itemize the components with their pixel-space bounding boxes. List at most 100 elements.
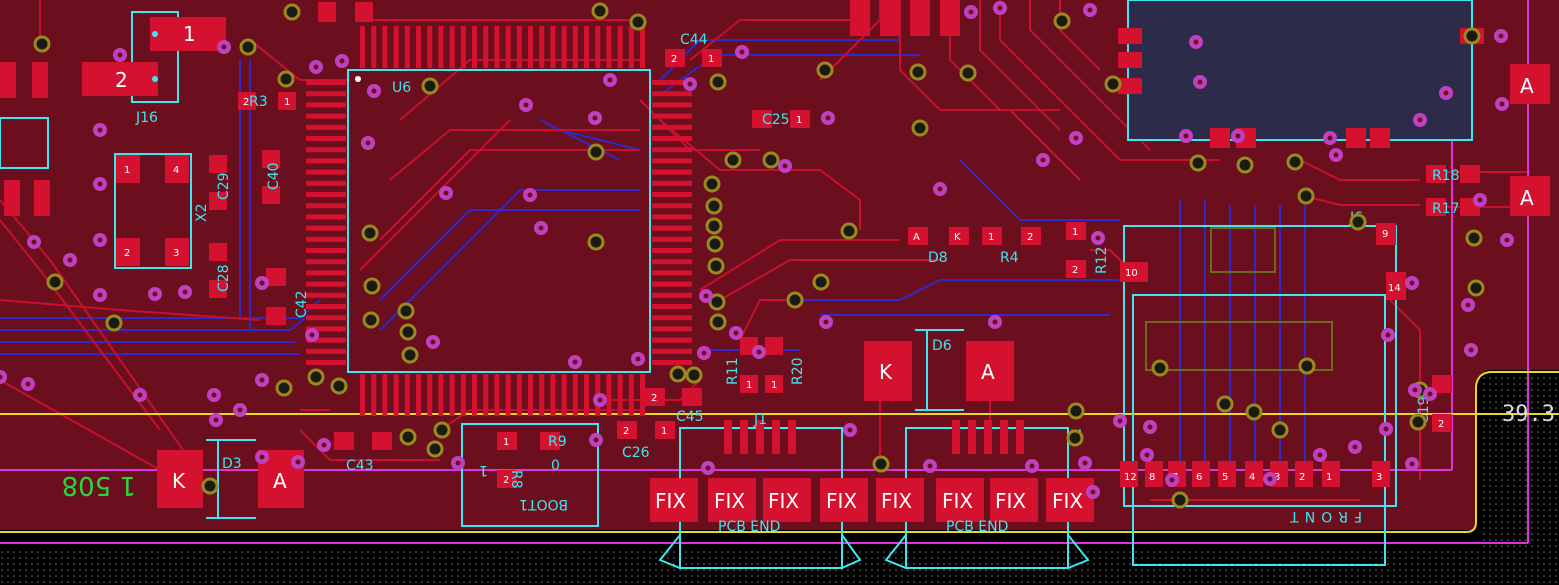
r4-pad1: 1: [988, 232, 994, 243]
r12-pad1: 1: [1072, 227, 1078, 238]
boot1-label: BOOT1: [519, 496, 568, 512]
r4-pad2: 2: [1027, 232, 1033, 243]
r18-res[interactable]: R18: [1426, 165, 1480, 184]
u6-left-pins: [306, 80, 346, 365]
d8-cathode: K: [954, 232, 961, 243]
j6-pin-label: 3: [1376, 472, 1382, 483]
r3-pad2: 2: [243, 97, 249, 108]
led1-anode: A: [1520, 74, 1534, 98]
j6-pin: [1295, 461, 1313, 487]
c40-cap[interactable]: C40: [262, 150, 282, 204]
boot1-one: 1: [479, 462, 488, 478]
large-ic-top-right[interactable]: [1118, 0, 1484, 148]
x2-pad1: 1: [124, 165, 130, 176]
j6-pin: [1245, 461, 1263, 487]
d3-cathode: K: [172, 469, 186, 493]
c45-label: C45: [676, 409, 704, 425]
c19-cap[interactable]: 2 C19: [1416, 375, 1452, 432]
u6-top-pins: [360, 26, 645, 68]
j4-connector[interactable]: J4 FIX FIX FIX FIX PCB END: [876, 420, 1094, 570]
r9-pad1: 1: [503, 437, 509, 448]
j4-fix-1: FIX: [881, 489, 912, 513]
j1-fix-3: FIX: [768, 489, 799, 513]
layer-text-green: 1 508: [62, 470, 136, 500]
r4-label: R4: [1000, 250, 1019, 266]
r8-pad2: 2: [503, 475, 509, 486]
c42-cap[interactable]: C42: [266, 268, 310, 325]
j6-pin14: 14: [1388, 283, 1401, 294]
j4-pcb-end: PCB END: [946, 519, 1008, 535]
d6-diode[interactable]: K A D6: [864, 329, 1014, 411]
r3-res[interactable]: 2 1 R3: [238, 92, 296, 110]
j4-fix-3: FIX: [995, 489, 1026, 513]
r4-res[interactable]: 1 2 R4: [982, 227, 1041, 266]
j4-fix-4: FIX: [1052, 489, 1083, 513]
c25-label: C25: [762, 112, 790, 128]
r11-pad1: 1: [746, 380, 752, 391]
u6-pin1-dot: [355, 76, 361, 82]
j1-fix-1: FIX: [655, 489, 686, 513]
c29-cap[interactable]: C29: [209, 155, 232, 210]
boot1-jumper[interactable]: 1 2 R9 0 R8 1 BOOT1: [461, 423, 599, 527]
j16-connector[interactable]: 1 2 J16: [82, 11, 226, 126]
u6-right-pins: [652, 80, 692, 365]
r11-r20-resistors[interactable]: 1 1 R11 R20: [725, 337, 806, 393]
c42-label: C42: [294, 290, 310, 318]
r12-res[interactable]: 1 2 R12: [1066, 222, 1110, 278]
j6-pin-label: 4: [1249, 472, 1255, 483]
c43-label: C43: [346, 458, 374, 474]
led2-anode: A: [1520, 186, 1534, 210]
bottom-layer-traces: [0, 39, 1306, 470]
j1-fix-2: FIX: [714, 489, 745, 513]
c40-label: C40: [266, 162, 282, 190]
d3-anode: A: [273, 469, 287, 493]
c25-cap[interactable]: 1 C25: [752, 110, 810, 128]
j6-pin-row: 12876543213: [1120, 461, 1390, 487]
j1-label: J1: [753, 412, 767, 428]
j6-pin-label: 5: [1222, 472, 1228, 483]
x2-pad3: 3: [173, 248, 179, 259]
board-outline-yellow: [0, 371, 1559, 533]
c45-pad2: 2: [651, 393, 657, 404]
d8-diode[interactable]: A K D8: [908, 227, 969, 266]
d6-label: D6: [932, 338, 952, 354]
c28-label: C28: [216, 264, 232, 292]
c43-cap[interactable]: C43: [334, 432, 392, 474]
c45-cap[interactable]: 2 C45: [645, 388, 704, 425]
c44-pad2: 2: [671, 54, 677, 65]
c19-pad2: 2: [1438, 419, 1444, 430]
d3-label: D3: [222, 456, 242, 472]
r18-label: R18: [1432, 168, 1460, 184]
c25-pad1: 1: [796, 115, 802, 126]
d6-anode: A: [981, 360, 995, 384]
dimension-readout: 39.3: [1502, 402, 1555, 427]
c28-cap[interactable]: C28: [209, 243, 232, 298]
c44-pad1: 1: [708, 54, 714, 65]
x2-pad2: 2: [124, 248, 130, 259]
c26-cap[interactable]: 2 1 C26: [617, 421, 675, 461]
j1-fix-4: FIX: [826, 489, 857, 513]
r8-label: R8: [508, 470, 524, 489]
d8-label: D8: [928, 250, 948, 266]
r17-res[interactable]: R17: [1426, 198, 1480, 217]
j1-connector[interactable]: J1 FIX FIX FIX FIX PCB END: [650, 412, 868, 570]
d6-cathode: K: [879, 360, 893, 384]
j6-pin10: 10: [1125, 268, 1138, 279]
j6-pin: [1322, 461, 1340, 487]
c29-label: C29: [216, 172, 232, 200]
r20-pad1: 1: [771, 380, 777, 391]
left-connector-outline: [0, 117, 49, 169]
c26-pad1: 1: [661, 426, 667, 437]
c26-pad2: 2: [623, 426, 629, 437]
r12-label: R12: [1094, 246, 1110, 274]
c44-cap[interactable]: 2 1 C44: [665, 32, 722, 67]
r20-label: R20: [790, 357, 806, 385]
top-resistor-row: [0, 0, 960, 216]
c26-label: C26: [622, 445, 650, 461]
x2-crystal[interactable]: 1 4 2 3 X2: [114, 153, 210, 269]
right-edge-leds[interactable]: A A: [1510, 64, 1550, 216]
r9-label: R9: [548, 434, 567, 450]
j1-pcb-end: PCB END: [718, 519, 780, 535]
j6-pin-label: 2: [1299, 472, 1305, 483]
